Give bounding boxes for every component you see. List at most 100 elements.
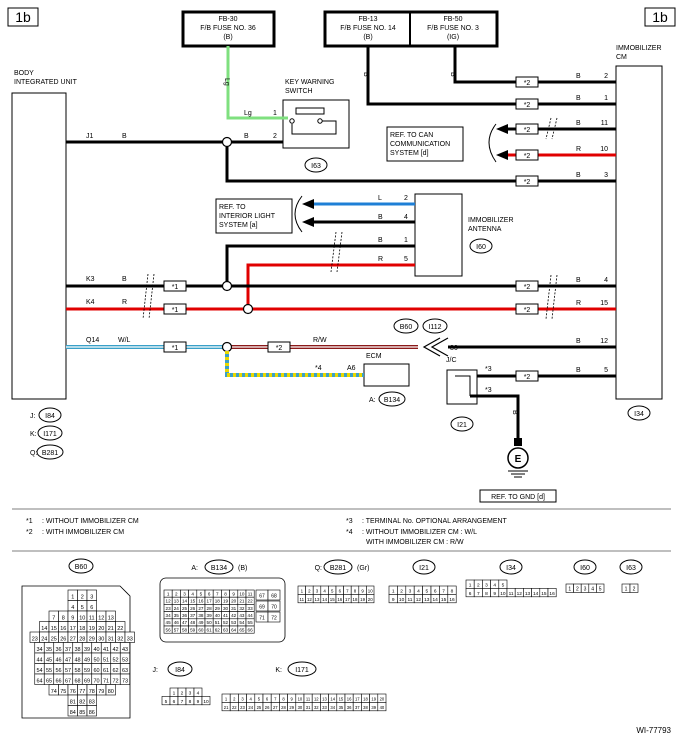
pin-cell: 4	[197, 691, 200, 697]
pin-cell: 26	[60, 637, 66, 643]
pin-cell: 11	[306, 697, 311, 702]
pin-cell: 13	[424, 597, 430, 603]
pin-cell: 56	[55, 668, 61, 674]
pin-cell: 33	[127, 637, 133, 643]
option-slash-marks	[142, 117, 558, 320]
fuse-fb30: FB-30 F/B FUSE NO. 36 (B)	[181, 10, 276, 48]
pin-cell: 11	[248, 591, 253, 596]
pin-cell: 63	[122, 668, 128, 674]
pin-cell: 22	[232, 705, 237, 710]
wire-j1-pin: J1	[86, 133, 94, 140]
conn-i34-tag	[627, 405, 651, 421]
pin-cell: 12	[98, 616, 104, 622]
star-tag-text: *2	[524, 179, 531, 186]
splice-k3	[221, 280, 233, 292]
pin-cell: 8	[282, 697, 285, 702]
star-tag-layer: *2*2*2*2*2*2*2*2*1*1*1*2	[163, 76, 539, 382]
pin-cell: 1	[568, 587, 571, 593]
pin-cell: 61	[103, 668, 109, 674]
ground-icon: E	[507, 438, 529, 478]
wire-k4-r: R	[122, 299, 127, 306]
pin-cell: 18	[215, 599, 221, 604]
pin-cell: 67	[259, 594, 265, 600]
conn-view-tag	[204, 559, 234, 575]
ant-pin2: 2	[404, 195, 408, 202]
wire-ecm-a6-stripe	[225, 351, 364, 377]
pin-cell: 7	[442, 589, 445, 595]
connector-b60-chevron-icon	[422, 337, 449, 357]
wire-q14-wl: W/L	[118, 337, 131, 344]
pin-cell: 61	[207, 627, 213, 632]
pin-cell: 5	[81, 605, 84, 611]
pin-cell: 58	[74, 668, 80, 674]
pin-cell: 70	[271, 605, 277, 611]
pin-cell: 54	[239, 620, 245, 625]
pin-cell: 1	[469, 583, 472, 589]
conn-view-label: B134	[211, 565, 227, 572]
pin-cell: 36	[347, 705, 352, 710]
ant-pin1: 1	[404, 237, 408, 244]
note3-mark: *3	[346, 518, 353, 525]
arrow-can-10-icon	[496, 150, 508, 160]
pin-cell: 70	[93, 679, 99, 685]
immo-pin-number: 1	[604, 95, 608, 102]
conn-view-label: I34	[506, 565, 516, 572]
pin-cell: 32	[314, 705, 319, 710]
star-tag-box	[515, 123, 539, 135]
conn-i63-tag	[304, 157, 328, 173]
conn-i60-label: I60	[476, 244, 486, 251]
immo-pin-wire: B	[576, 73, 581, 80]
star-tag-box	[515, 370, 539, 382]
conn-i34-label: I34	[634, 411, 644, 418]
pin-cell: 48	[190, 620, 196, 625]
pin-cell: 14	[330, 697, 335, 702]
star-tag-text: *2	[524, 284, 531, 291]
star-tag-text: *2	[524, 153, 531, 160]
pin-cell: 45	[166, 620, 172, 625]
pin-cell: 78	[89, 689, 95, 695]
pin-cell: 37	[190, 613, 196, 618]
wire-lg-label: Lg	[223, 78, 230, 86]
wire-fb50	[453, 46, 616, 84]
jc-label: J/C	[446, 357, 457, 364]
pin-cell: 29	[89, 637, 95, 643]
pin-cell: 2	[308, 589, 311, 594]
conn-i21-tag	[450, 416, 474, 432]
immo-pin-wire: B	[576, 172, 581, 179]
pin-cell: 14	[533, 591, 539, 597]
pin-cell: 10	[298, 697, 303, 702]
note4-text2: WITH IMMOBILIZER CM : R/W	[366, 539, 464, 546]
wire-ant-5	[246, 263, 415, 309]
pin-cell: 2	[477, 583, 480, 589]
pin-cell: 5	[258, 697, 261, 702]
star-tag-text: *2	[524, 80, 531, 87]
fuse-fb13-fb50: FB-13 F/B FUSE NO. 14 (B) FB-50 F/B FUSE…	[323, 10, 499, 48]
pin-cell: 17	[207, 599, 213, 604]
biu-conn-k: I171	[43, 431, 57, 438]
pin-cell: 27	[273, 705, 278, 710]
pin-cell: 2	[400, 589, 403, 595]
pin-cell: 8	[354, 589, 357, 594]
pin-cell: 7	[477, 591, 480, 597]
pin-cell: 15	[51, 626, 57, 632]
immobilizer-antenna-box	[414, 193, 463, 277]
pin-cell: 16	[549, 591, 555, 597]
immo-pin-number: 3	[604, 172, 608, 179]
pin-cell: 32	[239, 606, 245, 611]
ref-interior-1: REF. TO	[219, 204, 246, 211]
wire-lg	[226, 46, 288, 120]
conn-view-label: I21	[419, 565, 429, 572]
pin-cell: 38	[74, 647, 80, 653]
star-tag-text: *2	[276, 345, 283, 352]
conn-view-tag	[573, 559, 597, 575]
conn-i112-label: I112	[428, 324, 441, 331]
star-tag-box	[163, 341, 187, 353]
pin-cell: 15	[541, 591, 547, 597]
ant-pin4: 4	[404, 214, 408, 221]
fuse-fb30-line2: F/B FUSE NO. 36	[200, 25, 256, 32]
pin-cell: 79	[98, 689, 104, 695]
